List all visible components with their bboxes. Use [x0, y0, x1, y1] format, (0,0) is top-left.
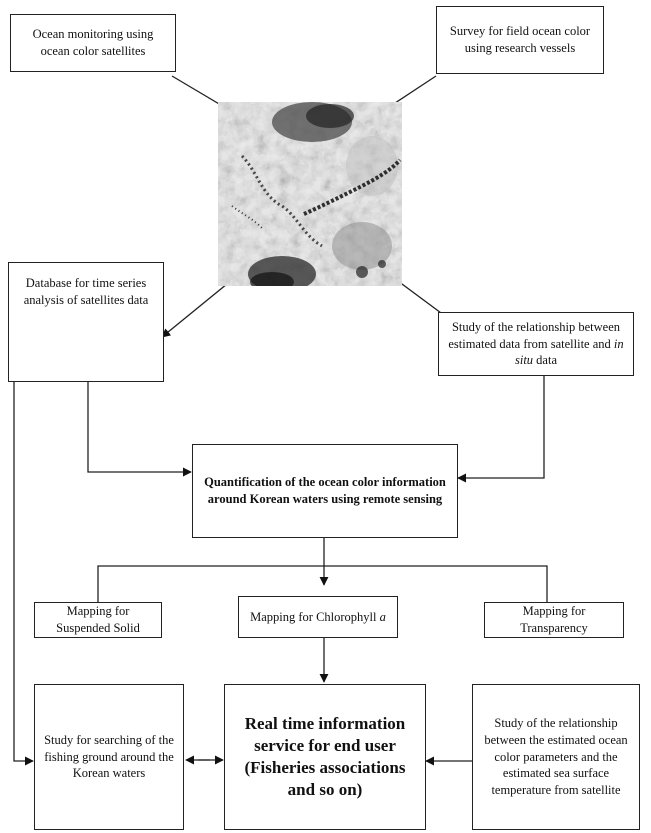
quantification-box: Quantification of the ocean color inform… — [192, 444, 458, 538]
arrow-database-to-fishing — [13, 382, 34, 766]
database-label: Database for time series analysis of sat… — [23, 276, 149, 307]
field-survey-label: Survey for field ocean color using resea… — [449, 24, 591, 55]
realtime-service-box: Real time information service for end us… — [224, 684, 426, 830]
fishing-study-label: Study for searching of the fishing groun… — [44, 732, 174, 781]
realtime-service-label: Real time information service for end us… — [244, 713, 406, 800]
mapping-suspended-solid-label: Mapping for Suspended Solid — [56, 604, 140, 635]
mapping-suspended-solid-box: Mapping for Suspended Solid — [34, 602, 162, 638]
branch-line — [97, 565, 548, 602]
sst-study-label: Study of the relationship between the es… — [484, 715, 628, 798]
field-survey-box: Survey for field ocean color using resea… — [436, 6, 604, 74]
database-box: Database for time series analysis of sat… — [8, 262, 164, 382]
mapping-chlorophyll-box: Mapping for Chlorophyll a — [238, 596, 398, 638]
satellite-ocean-color-map-image — [218, 102, 402, 286]
mapping-chlorophyll-label: Mapping for Chlorophyll a — [250, 609, 386, 624]
mapping-transparency-label: Mapping for Transparency — [520, 604, 588, 635]
ocean-monitoring-box: Ocean monitoring using ocean color satel… — [10, 14, 176, 72]
arrow-database-to-quantification — [87, 382, 192, 477]
quantification-label: Quantification of the ocean color inform… — [204, 475, 446, 506]
mapping-transparency-box: Mapping for Transparency — [484, 602, 624, 638]
relationship-study-box: Study of the relationship between estima… — [438, 312, 634, 376]
fishing-study-box: Study for searching of the fishing groun… — [34, 684, 184, 830]
relationship-study-label: Study of the relationship between estima… — [448, 319, 624, 368]
arrow-relationship-to-quantification — [457, 376, 545, 483]
sst-study-box: Study of the relationship between the es… — [472, 684, 640, 830]
ocean-monitoring-label: Ocean monitoring using ocean color satel… — [32, 27, 154, 58]
